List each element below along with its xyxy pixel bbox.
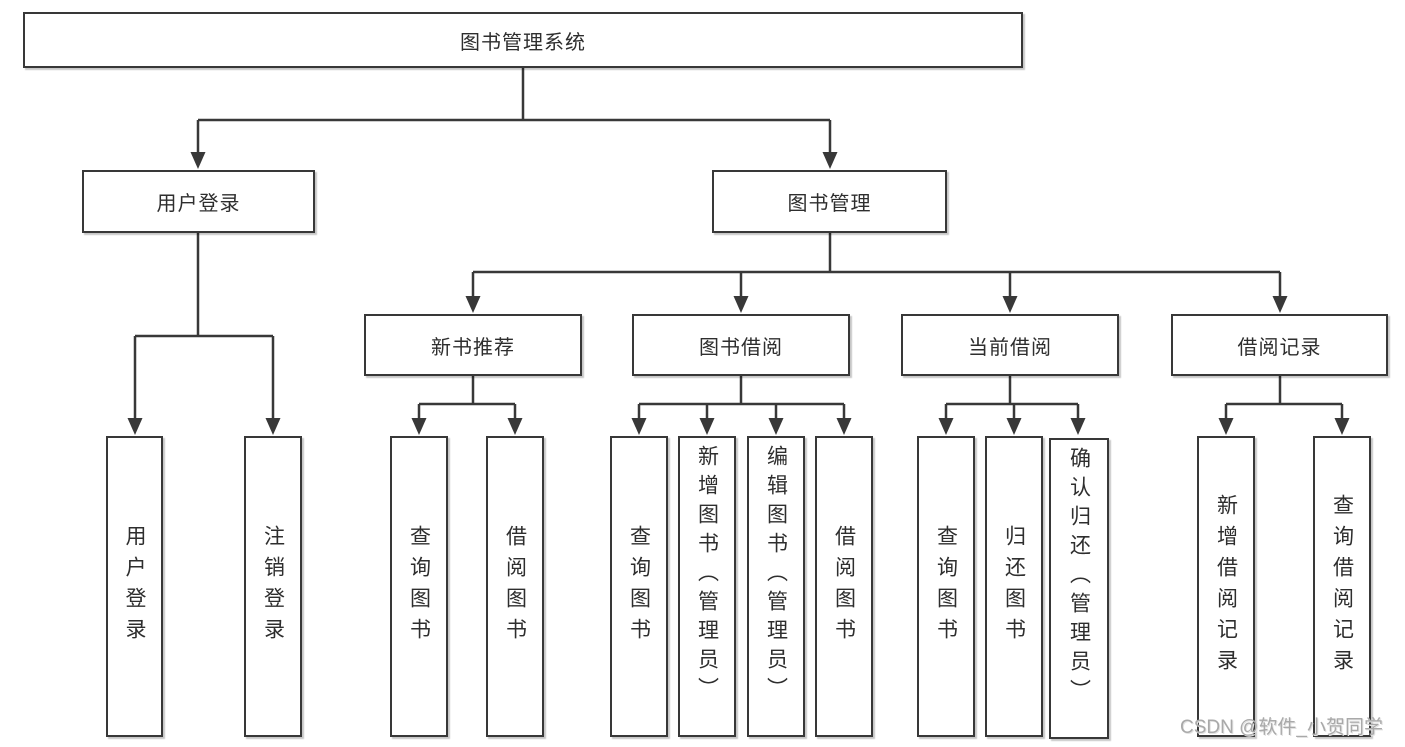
leaf-confirm-return-admin-label: 确认归还（管理员） bbox=[1067, 447, 1091, 708]
leaf-query-books-current: 查询图书 bbox=[917, 436, 975, 737]
leaf-borrow-books-recommend-label: 借阅图书 bbox=[503, 524, 527, 649]
leaf-borrow-books-recommend: 借阅图书 bbox=[486, 436, 544, 737]
leaf-borrow-books: 借阅图书 bbox=[815, 436, 873, 737]
leaf-return-book: 归还图书 bbox=[985, 436, 1043, 737]
node-user-login: 用户登录 bbox=[82, 170, 315, 233]
leaf-user-login-label: 用户登录 bbox=[123, 524, 146, 649]
node-book-management-label: 图书管理 bbox=[787, 193, 872, 215]
leaf-logout-label: 注销登录 bbox=[261, 524, 285, 649]
node-root: 图书管理系统 bbox=[23, 12, 1023, 68]
leaf-query-books-borrow-label: 查询图书 bbox=[627, 524, 651, 649]
leaf-add-book-admin-label: 新增图书（管理员） bbox=[695, 445, 719, 706]
leaf-borrow-books-label: 借阅图书 bbox=[832, 524, 856, 649]
leaf-add-borrow-record: 新增借阅记录 bbox=[1197, 436, 1255, 737]
node-book-borrow: 图书借阅 bbox=[632, 314, 850, 376]
node-current-borrow-label: 当前借阅 bbox=[968, 336, 1052, 359]
leaf-add-book-admin: 新增图书（管理员） bbox=[678, 436, 736, 737]
node-new-book-recommend: 新书推荐 bbox=[364, 314, 582, 376]
leaf-query-borrow-record-label: 查询借阅记录 bbox=[1330, 493, 1354, 680]
node-book-borrow-label: 图书借阅 bbox=[699, 336, 783, 359]
leaf-edit-book-admin: 编辑图书（管理员） bbox=[747, 436, 805, 737]
leaf-edit-book-admin-label: 编辑图书（管理员） bbox=[764, 445, 788, 706]
leaf-query-books-borrow: 查询图书 bbox=[610, 436, 668, 737]
leaf-query-books-recommend-label: 查询图书 bbox=[407, 524, 431, 649]
leaf-add-borrow-record-label: 新增借阅记录 bbox=[1214, 493, 1238, 680]
node-current-borrow: 当前借阅 bbox=[901, 314, 1119, 376]
leaf-logout: 注销登录 bbox=[244, 436, 302, 737]
node-user-login-label: 用户登录 bbox=[156, 193, 241, 215]
leaf-query-books-current-label: 查询图书 bbox=[934, 524, 958, 649]
node-root-label: 图书管理系统 bbox=[460, 31, 586, 54]
leaf-user-login: 用户登录 bbox=[106, 436, 163, 737]
leaf-return-book-label: 归还图书 bbox=[1002, 524, 1026, 649]
leaf-query-borrow-record: 查询借阅记录 bbox=[1313, 436, 1371, 737]
node-new-book-recommend-label: 新书推荐 bbox=[431, 336, 515, 359]
leaf-query-books-recommend: 查询图书 bbox=[390, 436, 448, 737]
node-borrow-records: 借阅记录 bbox=[1171, 314, 1388, 376]
node-borrow-records-label: 借阅记录 bbox=[1237, 336, 1322, 359]
csdn-watermark: CSDN @软件_小贺同学 bbox=[1180, 717, 1383, 738]
leaf-confirm-return-admin: 确认归还（管理员） bbox=[1049, 438, 1109, 739]
node-book-management: 图书管理 bbox=[712, 170, 947, 233]
